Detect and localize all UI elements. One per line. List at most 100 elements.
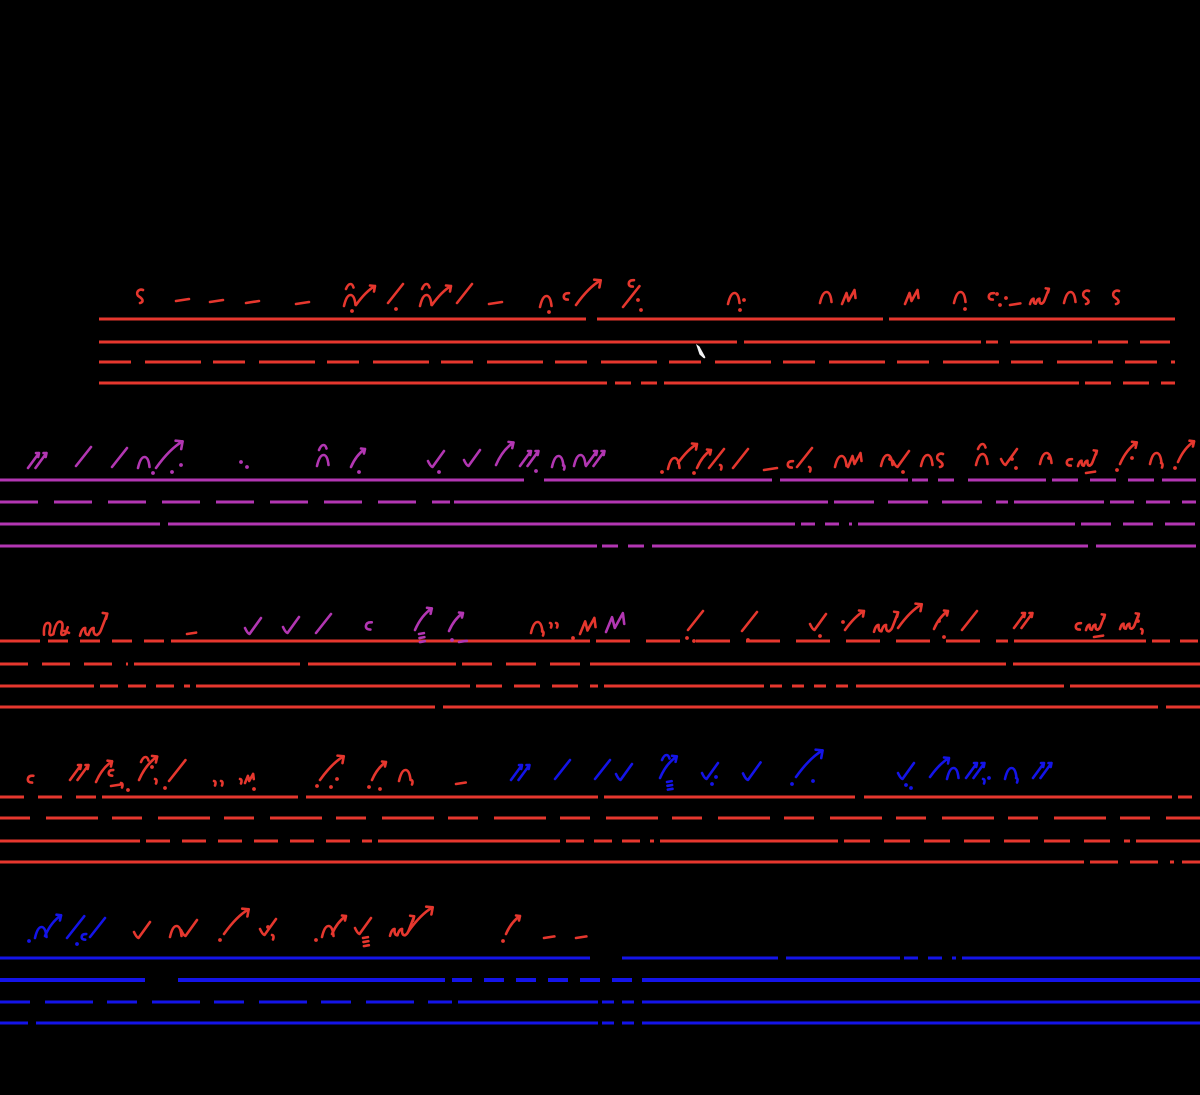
dot-mark — [266, 925, 270, 929]
dot-mark — [841, 620, 845, 624]
check-mark — [258, 917, 278, 937]
check-mark — [179, 918, 199, 938]
arc-n-mark — [1148, 451, 1163, 466]
dash-mark — [208, 298, 225, 304]
dash-mark — [294, 300, 311, 306]
comma-mark — [807, 465, 812, 473]
dot-mark — [394, 307, 398, 311]
s-curl-mark — [1111, 289, 1121, 306]
slash-hook-mark — [447, 611, 465, 633]
stave-marks — [135, 278, 1121, 314]
dot-mark — [692, 471, 696, 475]
dot-mark — [547, 310, 551, 314]
dot-mark — [27, 939, 31, 943]
dash-mark — [762, 466, 779, 472]
dash-mark — [244, 299, 261, 305]
comma-mark — [548, 621, 553, 629]
slash-mark — [74, 445, 93, 468]
comma-mark — [119, 781, 124, 789]
arrowslash-mark — [354, 284, 377, 307]
check-mark — [426, 449, 446, 469]
dash-mark — [487, 300, 504, 306]
check-mark — [462, 448, 482, 468]
dot-mark — [163, 786, 167, 790]
caret-mark — [317, 443, 328, 452]
dot-mark — [315, 784, 319, 788]
check-mark — [353, 916, 373, 936]
slash-hook-mark — [658, 754, 679, 780]
arrowslash-mark — [843, 609, 866, 632]
w-curl-mark — [388, 914, 416, 938]
tridash-mark — [665, 779, 674, 791]
arrowslash-mark — [574, 278, 602, 307]
check-mark — [891, 449, 911, 469]
dot-mark — [350, 309, 354, 313]
dot-mark — [179, 463, 183, 467]
check-mark — [896, 761, 916, 781]
comma-mark — [409, 778, 414, 786]
arc-n-mark — [136, 455, 151, 470]
stave-5 — [0, 905, 1200, 1025]
dot-mark — [942, 635, 946, 639]
dot-mark — [1014, 466, 1018, 470]
s-curl-mark — [935, 452, 945, 469]
arc-n-mark — [1062, 290, 1077, 305]
dot-mark — [937, 619, 941, 623]
w-curl-mark — [78, 611, 109, 637]
c-curve-mark — [80, 932, 88, 941]
dot-mark — [742, 298, 746, 302]
stave-lines — [0, 639, 1200, 709]
arrowslash-mark — [928, 756, 951, 779]
dash-mark — [574, 935, 588, 940]
scribble-mark — [42, 620, 71, 637]
slash-mark — [167, 758, 187, 783]
slash-hook-mark — [1118, 440, 1139, 466]
slash-mark — [621, 284, 641, 309]
slash-mark — [795, 446, 814, 469]
dash-mark — [542, 935, 556, 940]
check-mark — [700, 761, 720, 781]
dslash-mark — [26, 451, 48, 470]
dslash-mark — [68, 763, 90, 782]
comma-mark — [561, 463, 566, 471]
stave-lines — [0, 956, 1200, 1025]
comma-mark — [212, 779, 217, 787]
dot-mark — [1115, 468, 1119, 472]
c-curve-mark — [627, 278, 636, 288]
dslash-mark — [584, 449, 606, 468]
comma-mark — [981, 777, 986, 785]
slash-mark — [593, 758, 612, 781]
dot-mark — [685, 636, 689, 640]
dash-mark — [1008, 302, 1022, 307]
arc-n-mark — [397, 768, 412, 783]
dot-mark — [710, 782, 714, 786]
dash-mark — [174, 297, 191, 303]
dot-mark — [450, 638, 454, 642]
slash-mark — [960, 609, 979, 632]
stave-marks — [42, 602, 1144, 644]
arrowslash-mark — [676, 442, 699, 465]
arc-n-mark — [550, 454, 565, 469]
dot-mark — [998, 303, 1002, 307]
caret-mark — [660, 753, 671, 762]
caret-mark — [344, 282, 355, 291]
slash-mark — [686, 609, 705, 632]
comma-mark — [718, 463, 723, 471]
check-mark — [999, 447, 1019, 467]
slash-mark — [740, 610, 759, 633]
dslash-mark — [1012, 611, 1034, 630]
slash-mark — [314, 612, 333, 635]
caret-mark — [420, 282, 431, 291]
mouse-cursor-icon — [696, 344, 706, 359]
stave-lines — [99, 317, 1175, 385]
dot-mark — [367, 785, 371, 789]
c-curve-mark — [987, 291, 996, 301]
dash-mark — [1092, 634, 1105, 639]
zigzag-mark — [903, 288, 920, 306]
dot-mark — [239, 460, 243, 464]
c-curve-mark — [1074, 621, 1083, 631]
slash-hook-mark — [1176, 439, 1196, 464]
check-mark — [808, 612, 828, 632]
dot-mark — [909, 786, 913, 790]
dot-mark — [571, 636, 575, 640]
